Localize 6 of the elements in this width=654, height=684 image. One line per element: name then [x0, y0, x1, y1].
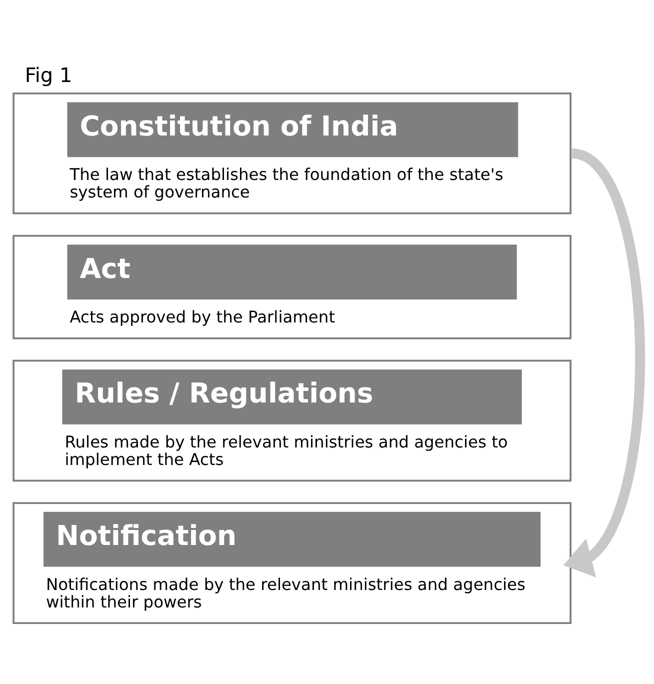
node-box: Notification Notifications made by the relevant ministries and agencies within their powers [12, 502, 572, 624]
diagram-title: Fig 1 [24, 62, 72, 87]
node-box: Act Acts approved by the Parliament [12, 234, 572, 340]
node-box: Constitution of India The law that establishes the foundation of the state's system of governance [12, 92, 572, 214]
node-box: Rules / Regulations Rules made by the relevant ministries and agencies to implement the Acts [12, 360, 572, 482]
arrow [563, 148, 645, 578]
